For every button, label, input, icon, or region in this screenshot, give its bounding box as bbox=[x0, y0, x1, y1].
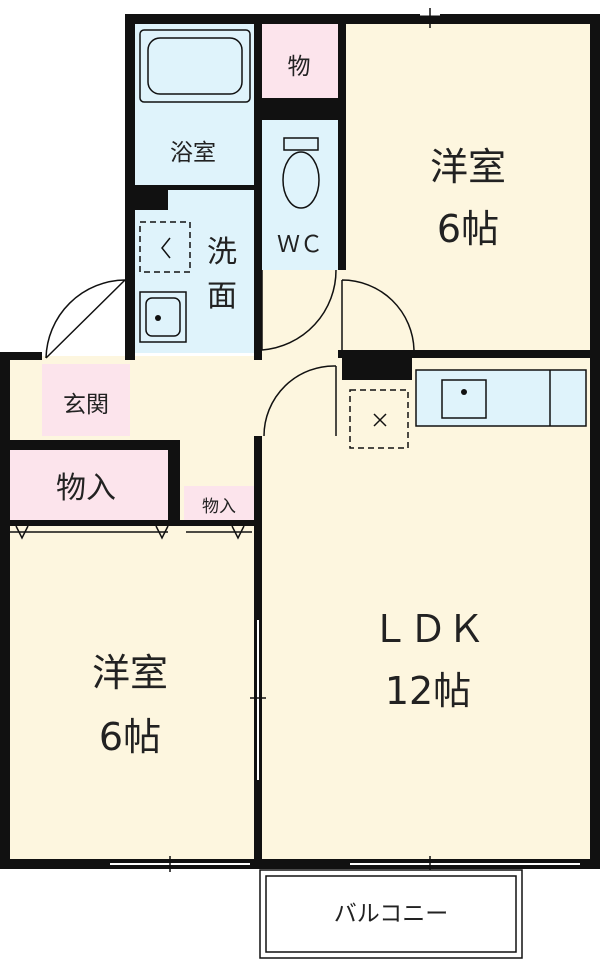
ldk-label-2: 12帖 bbox=[385, 669, 471, 713]
bathroom-label: 浴室 bbox=[170, 140, 216, 166]
wall bbox=[258, 98, 342, 120]
wash-basin-icon bbox=[139, 291, 187, 343]
western-room-top-fill bbox=[342, 22, 593, 354]
wall bbox=[0, 352, 10, 869]
balcony-outline bbox=[259, 869, 523, 959]
hall-upper-fill bbox=[258, 270, 342, 356]
toilet-icon bbox=[282, 137, 320, 209]
closet-large-fill bbox=[10, 450, 168, 520]
wall bbox=[125, 14, 135, 360]
wall bbox=[590, 14, 600, 869]
closet-door-marks bbox=[10, 525, 252, 540]
wall bbox=[338, 14, 346, 270]
western-room-bottom-label-2: 6帖 bbox=[99, 715, 161, 759]
storage-top-fill bbox=[258, 22, 342, 100]
wall bbox=[125, 352, 135, 360]
entrance-label: 玄関 bbox=[63, 392, 109, 418]
closet-small-fill bbox=[184, 486, 254, 522]
wall bbox=[168, 440, 180, 524]
ldk-label-1: ＬＤＫ bbox=[371, 607, 485, 651]
wall bbox=[125, 14, 600, 24]
ldk-fill bbox=[258, 356, 593, 862]
door-swings bbox=[45, 269, 415, 437]
kitchen-counter-icon bbox=[415, 369, 587, 427]
wall bbox=[0, 352, 42, 360]
western-room-top-label-2: 6帖 bbox=[437, 207, 499, 251]
wall bbox=[338, 350, 593, 358]
walls bbox=[0, 14, 600, 869]
wall bbox=[0, 440, 180, 450]
refrigerator-icon bbox=[349, 389, 409, 449]
western-room-bottom-fill bbox=[8, 524, 256, 862]
storage-top-label: 物 bbox=[288, 54, 311, 80]
wall bbox=[132, 185, 258, 190]
western-room-bottom-label-1: 洋室 bbox=[92, 651, 168, 695]
closet-large-label: 物入 bbox=[56, 471, 116, 506]
western-room-top-label-1: 洋室 bbox=[430, 145, 506, 189]
wc-label: ＷＣ bbox=[277, 232, 323, 258]
bathtub-icon bbox=[139, 29, 251, 103]
wall bbox=[0, 859, 600, 869]
washing-machine-icon bbox=[139, 221, 191, 273]
washroom-label-2: 面 bbox=[207, 279, 237, 314]
wall bbox=[132, 190, 168, 210]
wall bbox=[342, 356, 412, 380]
entrance-fill bbox=[42, 364, 130, 436]
closet-small-label: 物入 bbox=[202, 497, 236, 517]
wall bbox=[254, 350, 262, 360]
window-marks bbox=[110, 8, 580, 872]
wall bbox=[8, 520, 256, 526]
washroom-label-1: 洗 bbox=[207, 235, 237, 270]
balcony-label: バルコニー bbox=[334, 901, 449, 927]
